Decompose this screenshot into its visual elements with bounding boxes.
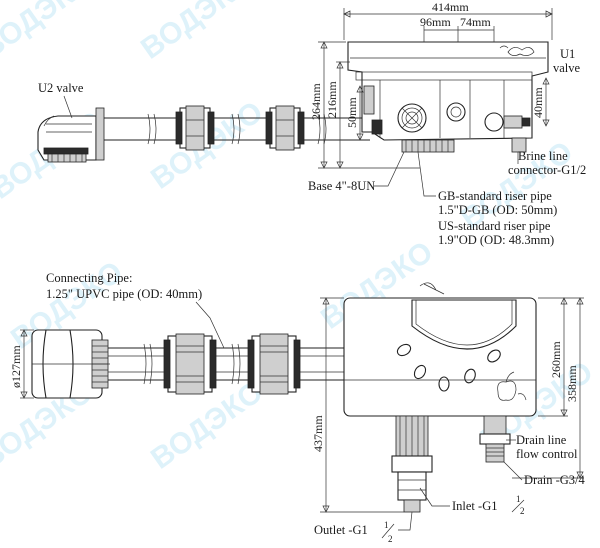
dim-height-437: 437mm bbox=[311, 415, 325, 452]
label-brine-line2: connector-G1/2 bbox=[508, 163, 586, 177]
label-drain: Drain -G3/4 bbox=[524, 473, 585, 487]
bottom-coupling-2 bbox=[247, 333, 301, 395]
bottom-valve-body bbox=[343, 282, 537, 417]
label-us-riser-line2: 1.9"OD (OD: 48.3mm) bbox=[438, 233, 554, 247]
top-coupling-2 bbox=[265, 105, 305, 151]
top-labels: U2 valve U1 valve Brine line connector-G… bbox=[38, 47, 586, 247]
label-us-riser-line1: US-standard riser pipe bbox=[438, 219, 551, 233]
dim-width-b: 74mm bbox=[460, 15, 491, 29]
dim-height-b: 216mm bbox=[325, 81, 339, 118]
label-brine-line1: Brine line bbox=[518, 149, 568, 163]
dim-height-right: 40mm bbox=[531, 87, 545, 118]
bottom-connecting-pipe bbox=[108, 343, 344, 385]
bottom-labels: Connecting Pipe: 1.25" UPVC pipe (OD: 40… bbox=[46, 271, 585, 544]
label-outlet: Outlet -G1 bbox=[314, 523, 368, 537]
label-drain-flow-line2: flow control bbox=[516, 447, 578, 461]
label-inlet-fraction-den: 2 bbox=[520, 506, 525, 516]
label-outlet-fraction-num: 1 bbox=[384, 520, 389, 530]
label-u1-valve-line2: valve bbox=[553, 61, 581, 75]
top-coupling-1 bbox=[175, 105, 215, 151]
u2-valve-drawing bbox=[37, 107, 105, 163]
dim-height-total: 264mm bbox=[309, 83, 323, 120]
watermark-1: ВОДЭКО bbox=[0, 0, 99, 66]
bottom-coupling-1 bbox=[163, 333, 217, 395]
label-base: Base 4"-8UN bbox=[308, 179, 375, 193]
dim-height-260: 260mm bbox=[549, 341, 563, 378]
label-gb-riser-line1: GB-standard riser pipe bbox=[438, 189, 552, 203]
bottom-dimensions: ø127mm 260mm 358mm 437mm bbox=[9, 297, 584, 513]
label-connecting-pipe-line2: 1.25" UPVC pipe (OD: 40mm) bbox=[46, 287, 202, 301]
bottom-left-endcap bbox=[31, 329, 110, 399]
bottom-drain bbox=[479, 415, 511, 463]
dim-overall-width: 414mm bbox=[432, 0, 469, 14]
label-outlet-fraction-den: 2 bbox=[388, 534, 393, 544]
dim-diameter: ø127mm bbox=[9, 345, 23, 388]
label-inlet: Inlet -G1 bbox=[452, 499, 497, 513]
label-inlet-fraction-num: 1 bbox=[516, 494, 521, 504]
label-u2-valve: U2 valve bbox=[38, 81, 84, 95]
top-view: 414mm 96mm 74mm 264mm 216mm 50mm 40mm bbox=[37, 0, 586, 247]
top-connecting-pipe bbox=[104, 113, 370, 145]
label-u1-valve-line1: U1 bbox=[560, 47, 575, 61]
watermark-2: ВОДЭКО bbox=[135, 0, 259, 66]
label-gb-riser-line2: 1.5"D-GB (OD: 50mm) bbox=[438, 203, 557, 217]
u1-valve-drawing bbox=[347, 41, 549, 153]
dim-width-a: 96mm bbox=[420, 15, 451, 29]
bottom-view: ø127mm 260mm 358mm 437mm Connecting Pipe… bbox=[9, 271, 585, 544]
dim-height-c: 50mm bbox=[345, 97, 359, 128]
top-dimensions: 414mm 96mm 74mm 264mm 216mm 50mm 40mm bbox=[309, 0, 553, 169]
label-drain-flow-line1: Drain line bbox=[516, 433, 567, 447]
label-connecting-pipe-line1: Connecting Pipe: bbox=[46, 271, 132, 285]
dim-height-358: 358mm bbox=[565, 365, 579, 402]
bottom-outlet-inlet bbox=[391, 415, 433, 513]
